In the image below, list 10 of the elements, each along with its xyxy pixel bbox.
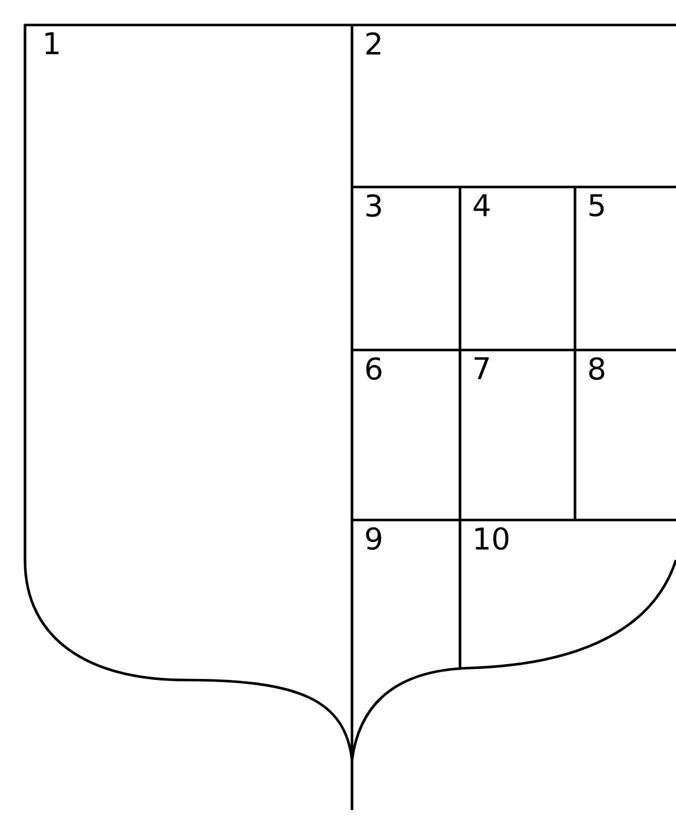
region-number: 7	[474, 357, 489, 380]
region-number: 1	[46, 32, 59, 54]
region-number: 4	[474, 194, 490, 216]
region-number: 9	[366, 527, 382, 550]
region-number: 3	[366, 194, 381, 217]
region-number: 2	[366, 32, 380, 54]
region-number: 5	[590, 194, 604, 216]
region-number: 10	[476, 527, 508, 550]
region-number: 8	[589, 357, 604, 380]
region-number: 6	[366, 357, 382, 380]
